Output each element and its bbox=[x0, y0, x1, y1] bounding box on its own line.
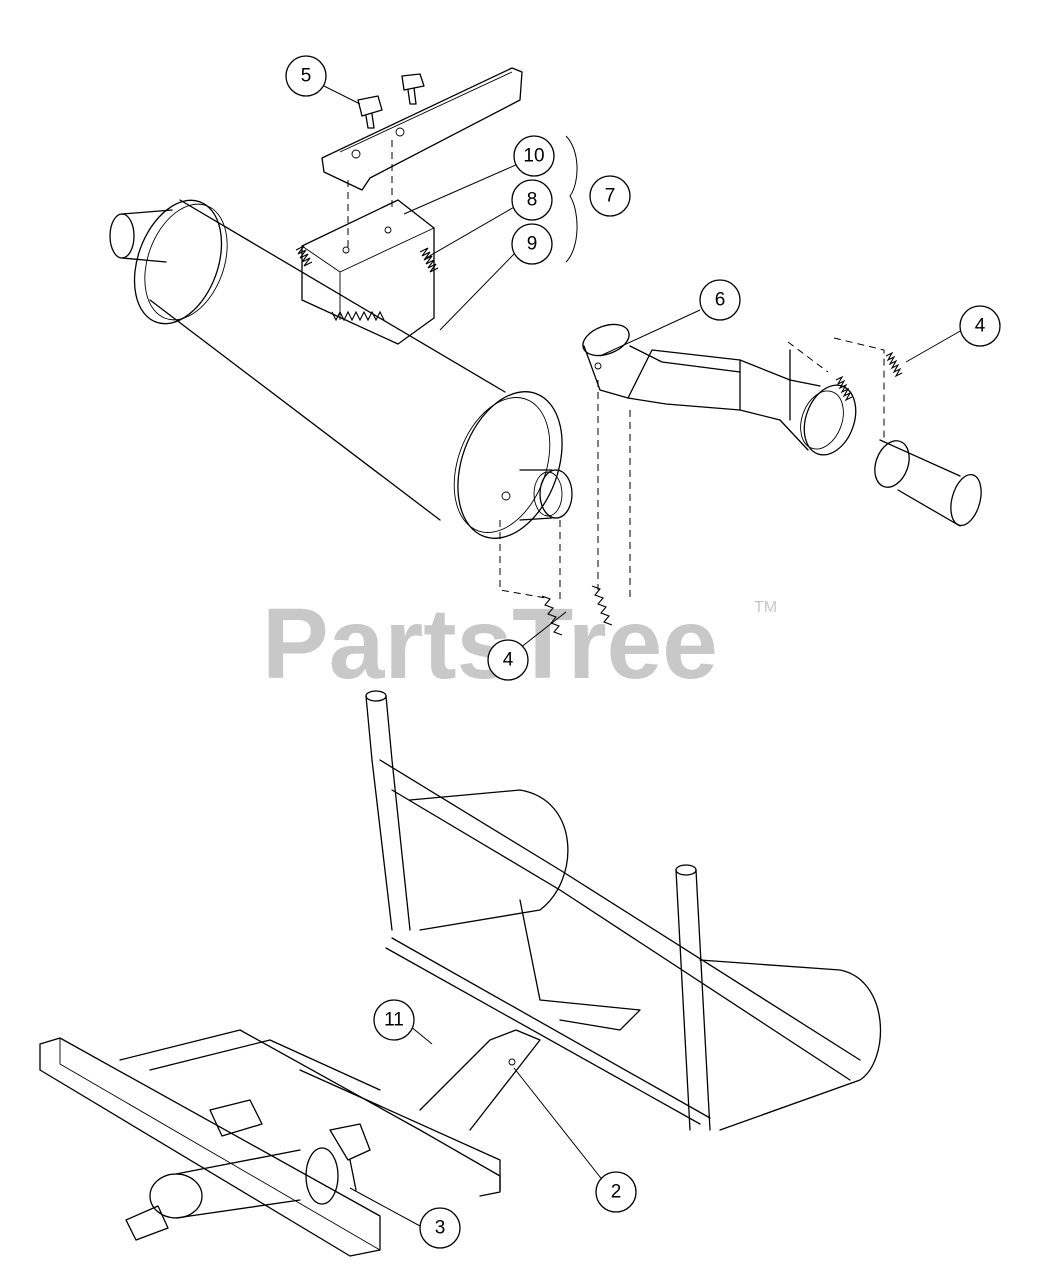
tail-pipe bbox=[874, 439, 982, 527]
callout-11: 11 bbox=[373, 999, 415, 1041]
svg-text:11: 11 bbox=[384, 1010, 404, 1031]
svg-text:3: 3 bbox=[435, 1218, 446, 1239]
svg-text:4: 4 bbox=[503, 650, 514, 671]
spring bbox=[885, 351, 903, 378]
svg-text:10: 10 bbox=[523, 146, 544, 167]
callout-7: 7 bbox=[589, 175, 631, 217]
muffler-bracket-plate bbox=[321, 67, 523, 191]
muffler-clamp bbox=[301, 199, 435, 345]
leader-lines bbox=[323, 85, 963, 1227]
callout-8: 8 bbox=[511, 179, 553, 221]
spring bbox=[331, 310, 385, 322]
chassis bbox=[39, 1029, 541, 1257]
callout-10: 10 bbox=[513, 135, 555, 177]
callout-4-lower: 4 bbox=[487, 639, 529, 681]
spring bbox=[419, 247, 439, 273]
bolt bbox=[357, 95, 383, 129]
frame-cage bbox=[365, 690, 882, 1131]
watermark: PartsTree bbox=[262, 588, 718, 700]
muffler bbox=[109, 199, 573, 539]
spring bbox=[541, 595, 563, 636]
svg-text:4: 4 bbox=[975, 316, 986, 337]
svg-text:7: 7 bbox=[605, 186, 616, 207]
watermark-trademark: TM bbox=[754, 599, 777, 616]
svg-text:6: 6 bbox=[715, 290, 726, 311]
callout-9: 9 bbox=[511, 223, 553, 265]
svg-text:2: 2 bbox=[611, 1182, 622, 1203]
exhaust-pipe bbox=[582, 323, 857, 456]
svg-text:9: 9 bbox=[527, 234, 538, 255]
bolt bbox=[401, 73, 425, 105]
callout-3: 3 bbox=[419, 1207, 461, 1249]
callout-6: 6 bbox=[699, 279, 741, 321]
svg-text:8: 8 bbox=[527, 190, 538, 211]
spring bbox=[295, 245, 313, 267]
callout-2: 2 bbox=[595, 1171, 637, 1213]
callout-4-right: 4 bbox=[959, 305, 1001, 347]
spring bbox=[591, 585, 613, 626]
callout-5: 5 bbox=[285, 55, 327, 97]
spring bbox=[835, 375, 853, 402]
svg-text:5: 5 bbox=[301, 66, 312, 87]
